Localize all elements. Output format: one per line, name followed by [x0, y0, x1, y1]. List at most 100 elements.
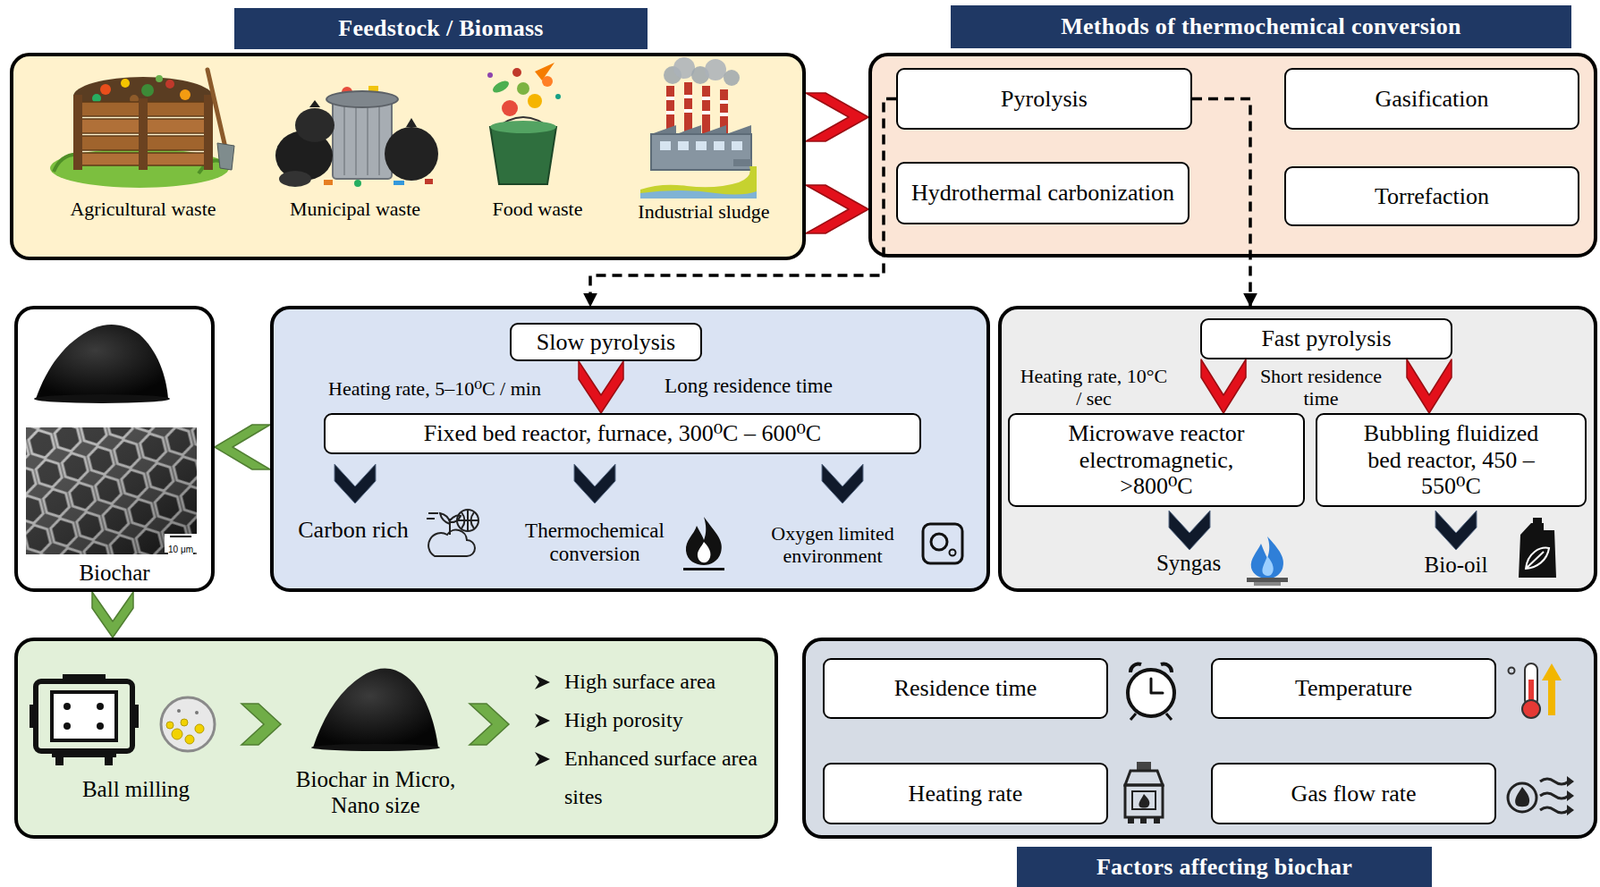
food-waste-bucket-illustration — [516, 82, 530, 95]
bio-oil-icon — [1518, 523, 1557, 578]
reactor-box-fill — [1315, 413, 1587, 508]
panel-note: Heating rate, 10°C / sec — [1015, 364, 1172, 411]
bullet-symbol — [534, 675, 551, 767]
milling-jar-icon — [171, 728, 183, 740]
panel-note: Biochar — [78, 560, 150, 587]
reactor-box: Microwave reactor electromagnetic, >800⁰… — [1007, 413, 1305, 508]
factory-sludge-illustration — [651, 125, 752, 135]
header-band: Factors affecting biochar — [1016, 846, 1432, 887]
text-slot: Enhanced surface area sites — [564, 739, 770, 817]
thermometer-icon — [1541, 663, 1562, 681]
text-slot: Ball milling — [46, 777, 226, 804]
milling-jar-icon — [185, 735, 195, 745]
milling-jar-icon — [194, 724, 204, 734]
text-slot: Carbon rich — [281, 516, 425, 544]
sem-micrograph — [25, 427, 197, 555]
factor-box-fill — [822, 658, 1109, 720]
fast-pyrolysis-panel: Heating rate, 10°C / secShort residence … — [998, 305, 1598, 593]
trash-bags-illustration — [323, 179, 333, 186]
flow-chevron — [241, 703, 281, 745]
box-label: Fast pyrolysis — [1261, 325, 1391, 353]
trash-bags-illustration — [275, 85, 439, 187]
slow-pyrolysis-panel: Heating rate, 5–10⁰C / minLong residence… — [270, 305, 991, 593]
panel-note: High surface area — [564, 662, 716, 702]
text-slot: Thermochemical conversion — [507, 519, 682, 568]
box-label: Fixed bed reactor, furnace, 300⁰C – 600⁰… — [423, 420, 822, 448]
carbon-icon — [428, 530, 475, 557]
compost-bin-illustration — [165, 79, 175, 89]
process-box-fill — [1200, 318, 1453, 360]
oxygen-icon — [922, 524, 963, 564]
text-slot: High porosity — [564, 701, 766, 740]
food-waste-bucket-illustration — [527, 93, 542, 109]
flow-chevron — [1168, 510, 1211, 551]
thermometer-icon — [1548, 677, 1556, 716]
carbon-icon — [457, 509, 479, 532]
gas-flame-icon — [1251, 536, 1284, 579]
factory-sludge-illustration — [713, 141, 725, 151]
factors-panel: Factors affecting biocharResidence timeT… — [802, 637, 1598, 839]
factor-box: Gas flow rate — [1210, 762, 1497, 825]
furnace-icon — [1132, 791, 1156, 810]
gas-flame-icon — [1253, 582, 1281, 586]
factor-box: Residence time — [822, 658, 1109, 720]
compost-bin-illustration — [179, 89, 191, 101]
factory-sludge-illustration — [640, 57, 757, 199]
milling-jar-icon — [160, 697, 215, 752]
red-chevron-arrow — [578, 361, 624, 414]
panel-heading: Feedstock / Biomass — [338, 15, 544, 43]
sem-micrograph — [169, 535, 192, 538]
compost-bin-illustration — [203, 94, 213, 170]
feedstock-caption: Municipal waste — [289, 197, 421, 221]
ball-mill-icon — [131, 704, 139, 729]
clock-icon — [1130, 713, 1172, 720]
label-slot: Municipal waste — [274, 197, 436, 221]
furnace-icon — [1153, 817, 1160, 824]
ball-mill-icon — [63, 722, 71, 730]
trash-bags-illustration — [384, 126, 439, 181]
gas-flow-icon — [1566, 776, 1575, 788]
panel-note: Enhanced surface area sites — [564, 739, 770, 817]
furnace-icon — [1138, 794, 1150, 809]
gas-flame-icon — [1246, 577, 1288, 583]
compost-bin-illustration — [217, 143, 235, 170]
bio-oil-icon — [1518, 517, 1557, 578]
compost-bin-illustration — [73, 94, 83, 170]
clock-icon — [1151, 678, 1163, 694]
carbon-icon — [457, 509, 479, 532]
factory-sludge-illustration — [666, 96, 729, 115]
compost-bin-illustration — [207, 69, 226, 148]
ball-mill-icon — [29, 674, 139, 766]
carbon-icon — [426, 513, 439, 519]
carbon-icon — [426, 509, 479, 557]
red-chevron-arrow — [805, 93, 869, 142]
header-band: Feedstock / Biomass — [234, 8, 648, 50]
furnace-icon — [1125, 770, 1163, 786]
reactor-box-fill — [1007, 413, 1305, 508]
panel-note: Oxygen limited environment — [745, 522, 920, 568]
trash-bags-illustration — [393, 180, 405, 186]
ball-mill-icon — [51, 692, 117, 741]
red-chevron-arrow — [805, 185, 869, 234]
food-waste-bucket-illustration — [490, 120, 557, 134]
flame-icon — [683, 567, 725, 571]
food-waste-bucket-illustration — [555, 93, 561, 100]
sem-micrograph — [25, 427, 197, 555]
ball-mill-icon — [29, 704, 37, 729]
furnace-icon — [1127, 817, 1135, 824]
red-chevron-arrow — [1201, 359, 1246, 414]
process-box: Fast pyrolysis — [1200, 318, 1453, 360]
factory-sludge-illustration — [733, 159, 752, 167]
compost-bin-illustration — [138, 98, 148, 170]
reactor-box: Fixed bed reactor, furnace, 300⁰C – 600⁰… — [323, 413, 922, 455]
process-box: Slow pyrolysis — [509, 322, 703, 362]
milling-jar-icon — [180, 719, 188, 727]
flame-icon — [697, 541, 712, 563]
text-slot: Oxygen limited environment — [745, 522, 920, 568]
compost-bin-illustration — [50, 69, 235, 188]
bio-oil-icon — [1525, 548, 1550, 569]
flow-chevron — [334, 464, 376, 504]
panel-note: Carbon rich — [297, 516, 408, 544]
compost-bin-illustration — [120, 78, 130, 88]
panel-note: Ball milling — [82, 777, 190, 804]
